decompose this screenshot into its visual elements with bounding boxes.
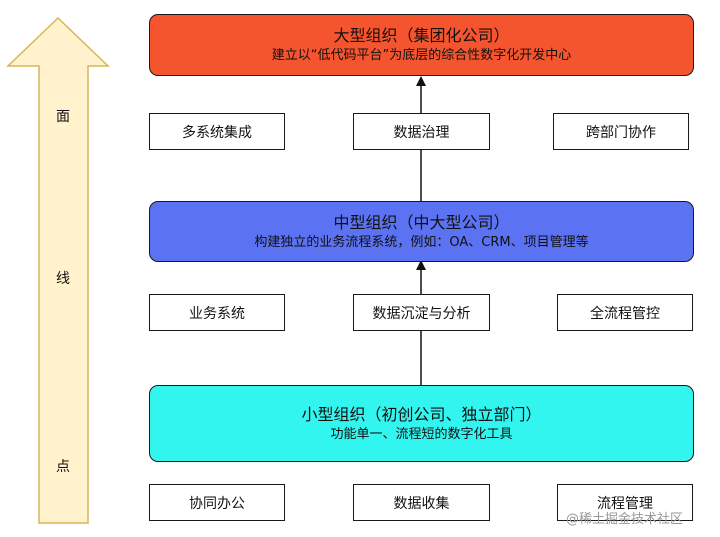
box-data-governance: 数据治理 <box>353 113 490 150</box>
growth-arrow-shape <box>6 16 110 524</box>
tier-small-title: 小型组织（初创公司、独立部门） <box>301 404 542 424</box>
tier-small-org: 小型组织（初创公司、独立部门） 功能单一、流程短的数字化工具 <box>149 385 694 462</box>
box-collaborative-office: 协同办公 <box>149 484 285 521</box>
box-business-system: 业务系统 <box>149 294 285 331</box>
watermark: @稀土掘金技术社区 <box>566 512 684 527</box>
side-label-surface: 面 <box>56 109 70 125</box>
connector-small-to-medium-head <box>416 260 426 270</box>
side-label-point: 点 <box>56 459 70 475</box>
tier-medium-title: 中型组织（中大型公司） <box>333 212 510 232</box>
tier-medium-subtitle: 构建独立的业务流程系统，例如：OA、CRM、项目管理等 <box>254 234 589 250</box>
box-process-management: 流程管理 <box>557 484 693 521</box>
tier-large-org: 大型组织（集团化公司） 建立以“低代码平台”为底层的综合性数字化开发中心 <box>149 14 694 76</box>
tier-large-subtitle: 建立以“低代码平台”为底层的综合性数字化开发中心 <box>271 48 572 63</box>
box-full-process-control: 全流程管控 <box>557 294 693 331</box>
tier-small-subtitle: 功能单一、流程短的数字化工具 <box>330 426 513 442</box>
box-data-analysis: 数据沉淀与分析 <box>353 294 490 331</box>
tier-medium-org: 中型组织（中大型公司） 构建独立的业务流程系统，例如：OA、CRM、项目管理等 <box>149 201 694 262</box>
connector-medium-to-large-head <box>416 76 426 86</box>
box-cross-department: 跨部门协作 <box>553 113 689 150</box>
tier-large-title: 大型组织（集团化公司） <box>333 26 510 45</box>
box-multi-system-integration: 多系统集成 <box>149 113 285 150</box>
box-data-collection: 数据收集 <box>353 484 490 521</box>
side-label-line: 线 <box>56 271 70 287</box>
